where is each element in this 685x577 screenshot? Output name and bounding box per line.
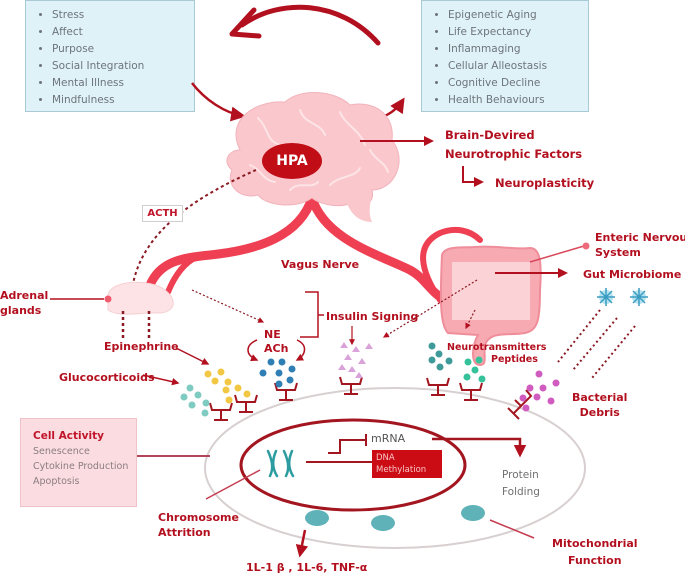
hpa-axis-label: HPA [262, 143, 322, 179]
list-item: Apoptosis [33, 476, 80, 487]
peptide-molecules [463, 356, 486, 383]
neurotransmitters-label: Neurotransmitters [447, 342, 547, 353]
feedback-arrow-head [229, 7, 262, 39]
receptors [209, 376, 533, 421]
aging-outcomes-box: Epigenetic Aging Life Expectancy Inflamm… [421, 0, 589, 112]
epinephrine-arrow [175, 347, 210, 365]
mitochondrion-icon [305, 510, 329, 526]
psychosocial-factors-list: Stress Affect Purpose Social Integration… [26, 1, 194, 109]
enteric-pointer [529, 245, 585, 263]
enteric-nervous-system-label: Enteric Nervous System [595, 231, 685, 259]
glucocorticoid-molecules [180, 384, 210, 417]
cytokines-label: 1L-1 β , 1L-6, TNF-α [246, 561, 368, 574]
list-item: Cellular Alleostasis [448, 58, 588, 75]
bacterial-debris-molecules [519, 370, 560, 412]
mitochondrion-icon [461, 505, 485, 521]
bacterial-debris-lines [557, 309, 636, 379]
list-item: Epigenetic Aging [448, 7, 588, 24]
list-item: Health Behaviours [448, 92, 588, 109]
protein-folding-arrow [432, 437, 527, 458]
mrna-label: mRNA [371, 432, 406, 445]
epinephrine-molecules [204, 368, 251, 404]
aging-outcomes-list: Epigenetic Aging Life Expectancy Inflamm… [422, 1, 588, 109]
bdnf-label: Brain-Devired Neurotrophic Factors [445, 128, 583, 161]
cytokine-arrow [295, 529, 309, 558]
list-item: Cognitive Decline [448, 75, 588, 92]
acth-label: ACTH [142, 205, 183, 222]
peptides-label: Peptides [491, 354, 538, 365]
inhibition-mrna [328, 434, 367, 454]
ne-ach-pathway [191, 289, 265, 323]
ne-ach-molecules [259, 358, 296, 388]
bacterial-debris-label: Bacterial Debris [572, 391, 628, 419]
cell-activity-title: Cell Activity [33, 430, 104, 442]
list-item: Mindfulness [52, 92, 194, 109]
glucocorticoids-arrow [142, 374, 180, 386]
cell-membrane [204, 387, 586, 549]
dna-methylation-box: DNA Methylation [372, 450, 442, 478]
list-item: Mental Illness [52, 75, 194, 92]
list-item: Senescence [33, 446, 90, 457]
microbe-icon [630, 288, 648, 306]
insulin-molecules [338, 342, 373, 378]
neurotransmitter-molecules [428, 342, 453, 371]
microbe-icon [597, 288, 615, 306]
neuroplasticity-arrow [462, 166, 484, 187]
list-item: Social Integration [52, 58, 194, 75]
neuroplasticity-label: Neuroplasticity [495, 176, 595, 190]
neurotransmitter-pathway [465, 309, 476, 330]
protein-folding-label: Protein Folding [502, 469, 540, 498]
chromosome-attrition-label: Chromosome Attrition [158, 511, 239, 539]
epinephrine-label: Epinephrine [104, 340, 179, 353]
insulin-signing-label: Insulin Signing [326, 310, 419, 323]
list-item: Inflammaging [448, 41, 588, 58]
mitochondrion-icon [371, 515, 395, 531]
gut-colon-icon [439, 245, 542, 367]
feedback-arrow [239, 4, 381, 46]
adrenal-glands-label: Adrenal glands [0, 289, 49, 317]
vagus-nerve-label: Vagus Nerve [281, 258, 360, 271]
cell-activity-box: Cell Activity Senescence Cytokine Produc… [20, 418, 137, 507]
input-arrow [191, 82, 246, 122]
list-item: Stress [52, 7, 194, 24]
gut-microbiome-label: Gut Microbiome [583, 268, 682, 281]
ne-label: NE [264, 328, 281, 341]
list-item: Affect [52, 24, 194, 41]
mitochondrial-function-label: Mitochondrial Function [552, 537, 638, 567]
bracket [300, 291, 324, 338]
list-item: Purpose [52, 41, 194, 58]
adrenal-gland-icon [104, 281, 174, 315]
chromosome-icon [266, 449, 295, 478]
list-item: Life Expectancy [448, 24, 588, 41]
list-item: Cytokine Production [33, 461, 129, 472]
nucleus [239, 418, 467, 512]
ach-label: ACh [264, 342, 289, 355]
psychosocial-factors-box: Stress Affect Purpose Social Integration… [25, 0, 195, 112]
glucocorticoids-label: Glucocorticoids [59, 371, 155, 384]
